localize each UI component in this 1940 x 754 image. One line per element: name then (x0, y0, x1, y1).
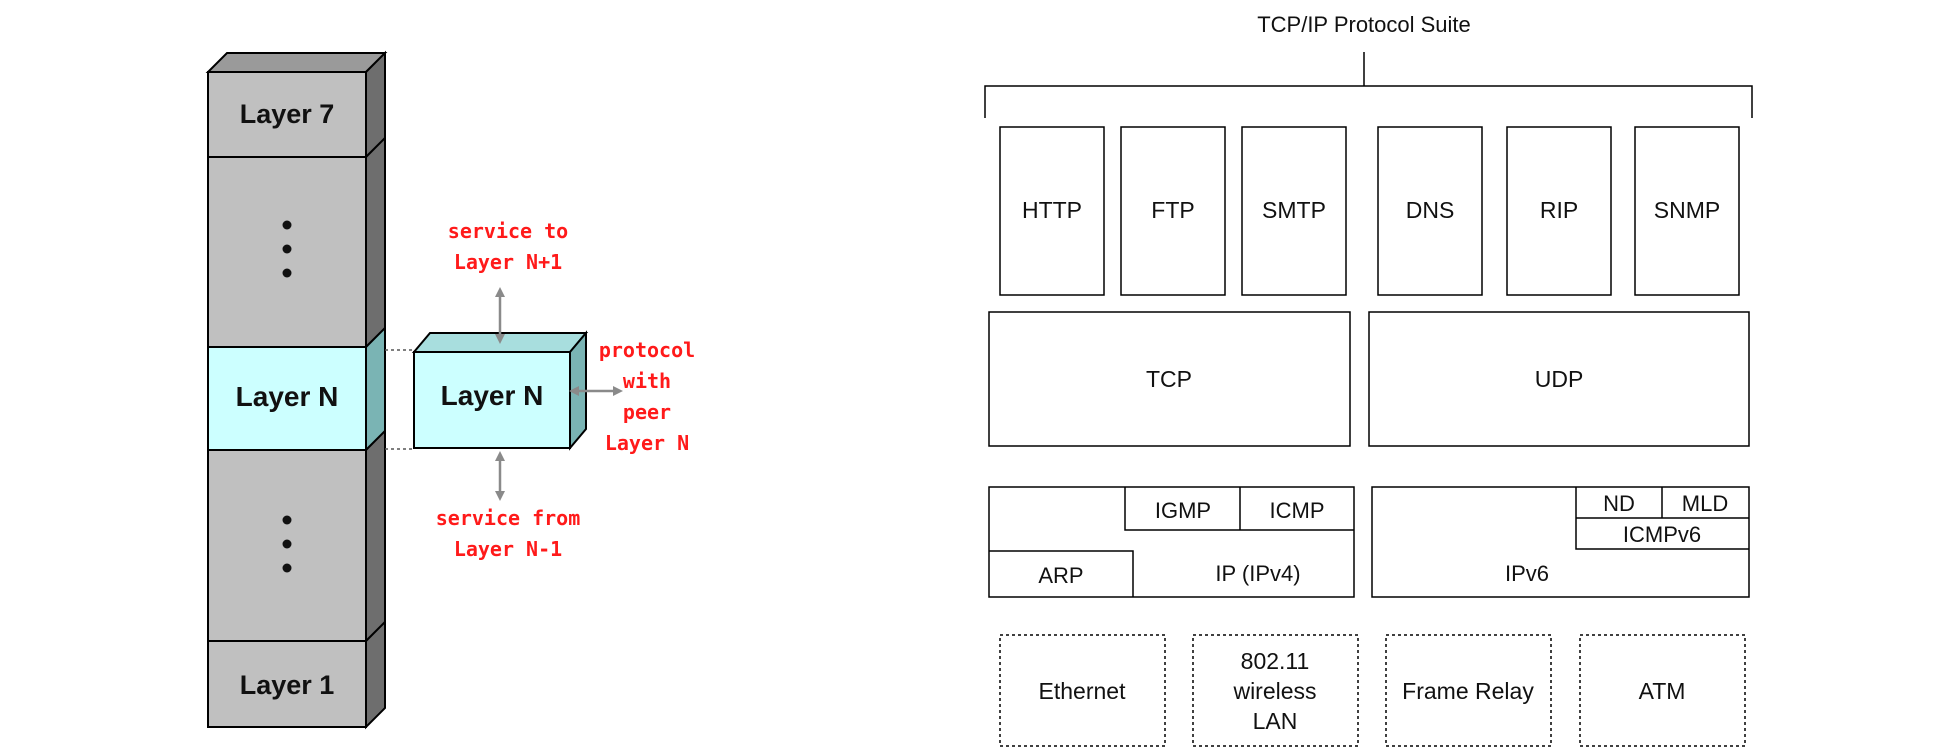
layer-n-detached-label: Layer N (441, 380, 544, 411)
svg-text:802.11: 802.11 (1241, 648, 1310, 674)
app-protocol-snmp: SNMP (1634, 126, 1740, 296)
svg-text:TCP: TCP (1146, 366, 1192, 392)
app-protocol-ftp: FTP (1120, 126, 1226, 296)
svg-text:peer: peer (623, 400, 671, 424)
lower-layers-block (207, 428, 386, 644)
nd-label: ND (1603, 491, 1635, 516)
svg-text:UDP: UDP (1535, 366, 1584, 392)
transport-udp: UDP (1368, 311, 1750, 447)
svg-text:Layer N-1: Layer N-1 (454, 537, 562, 561)
ipv4-label: IP (IPv4) (1215, 561, 1300, 586)
annotation-service-from: service from Layer N-1 (436, 506, 581, 561)
lower-ellipsis-icon (282, 515, 292, 573)
layer-n-stack-block: Layer N (207, 325, 386, 453)
link-80211-wireless-lan: 802.11 wireless LAN (1192, 634, 1359, 747)
svg-text:with: with (623, 369, 671, 393)
igmp-label: IGMP (1155, 498, 1211, 523)
app-protocol-smtp: SMTP (1241, 126, 1347, 296)
layer-1-block: Layer 1 (207, 619, 386, 730)
svg-text:service from: service from (436, 506, 581, 530)
arp-label: ARP (1038, 563, 1083, 588)
annotation-protocol-peer: protocol with peer Layer N (599, 338, 695, 455)
layer-stack: Layer 7 Layer N (205, 50, 388, 730)
suite-title: TCP/IP Protocol Suite (1257, 12, 1471, 37)
layer-1-label: Layer 1 (240, 670, 335, 700)
layer-n-stack-label: Layer N (236, 381, 339, 412)
transport-tcp: TCP (988, 311, 1351, 447)
svg-text:FTP: FTP (1151, 197, 1194, 223)
layer-n-detached-block: Layer N (411, 330, 589, 451)
svg-text:DNS: DNS (1406, 197, 1455, 223)
suite-bracket (984, 52, 1753, 118)
svg-text:Layer N+1: Layer N+1 (454, 250, 562, 274)
upper-ellipsis-icon (282, 220, 292, 278)
app-protocol-dns: DNS (1377, 126, 1483, 296)
svg-text:RIP: RIP (1540, 197, 1578, 223)
svg-text:Ethernet: Ethernet (1039, 678, 1127, 704)
link-frame-relay: Frame Relay (1385, 634, 1552, 747)
link-atm: ATM (1579, 634, 1746, 747)
annotation-service-to: service to Layer N+1 (448, 219, 568, 274)
svg-text:service to: service to (448, 219, 568, 243)
app-protocol-rip: RIP (1506, 126, 1612, 296)
svg-text:ATM: ATM (1639, 678, 1686, 704)
icmpv6-label: ICMPv6 (1623, 522, 1701, 547)
layer-7-block: Layer 7 (205, 50, 388, 160)
svg-text:HTTP: HTTP (1022, 197, 1082, 223)
mld-label: MLD (1682, 491, 1728, 516)
svg-text:SNMP: SNMP (1654, 197, 1720, 223)
internet-ipv6-box: ND MLD ICMPv6 IPv6 (1371, 486, 1750, 598)
upper-layers-block (207, 135, 386, 350)
icmp-label: ICMP (1270, 498, 1325, 523)
link-ethernet: Ethernet (999, 634, 1166, 747)
svg-text:protocol: protocol (599, 338, 695, 362)
svg-text:LAN: LAN (1253, 708, 1298, 734)
app-protocol-http: HTTP (999, 126, 1105, 296)
svg-text:Frame Relay: Frame Relay (1402, 678, 1534, 704)
svg-text:Layer N: Layer N (605, 431, 689, 455)
svg-text:SMTP: SMTP (1262, 197, 1326, 223)
ipv6-label: IPv6 (1505, 561, 1549, 586)
internet-ipv4-box: IGMP ICMP ARP IP (IPv4) (988, 486, 1355, 598)
layer-7-label: Layer 7 (240, 99, 335, 129)
svg-text:wireless: wireless (1232, 678, 1316, 704)
